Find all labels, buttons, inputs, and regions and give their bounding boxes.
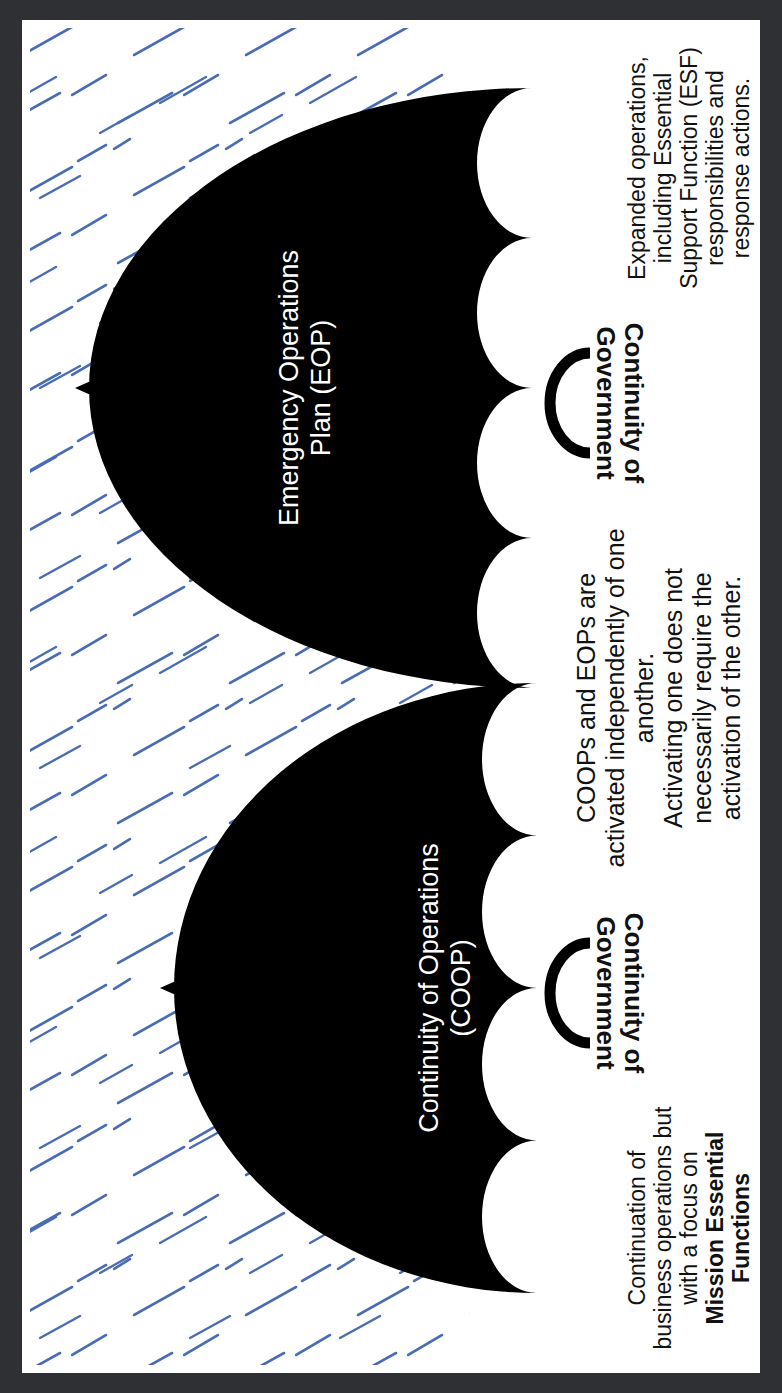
umbrella-outline [75,88,532,688]
note-block: Continuation of business operations but … [624,1104,754,1352]
note-text: Activating one does not necessarily requ… [659,523,746,873]
umbrella-outline [160,683,537,1293]
umbrella-handle [550,353,590,453]
note-emphasis: Mission Essential Functions [702,1104,754,1352]
note-text: Expanded operations, including Essential… [624,40,754,296]
umbrella-shape [160,683,545,1293]
note-block: COOPs and EOPs are activated independent… [572,523,746,873]
note-text: COOPs and EOPs are activated independent… [572,523,659,873]
umbrella-title: Emergency Operations Plan (EOP) [273,228,337,548]
handle-label: Continuity of Government [592,893,648,1093]
umbrella-handle [550,943,590,1043]
handle-label: Continuity of Government [592,303,648,503]
note-text: Continuation of business operations but … [624,1107,702,1350]
umbrella-canopy: Continuity of Operations (COOP) [160,683,545,1293]
umbrella-canopy: Emergency Operations Plan (EOP) [75,88,540,688]
umbrella-title: Continuity of Operations (COOP) [413,828,477,1148]
